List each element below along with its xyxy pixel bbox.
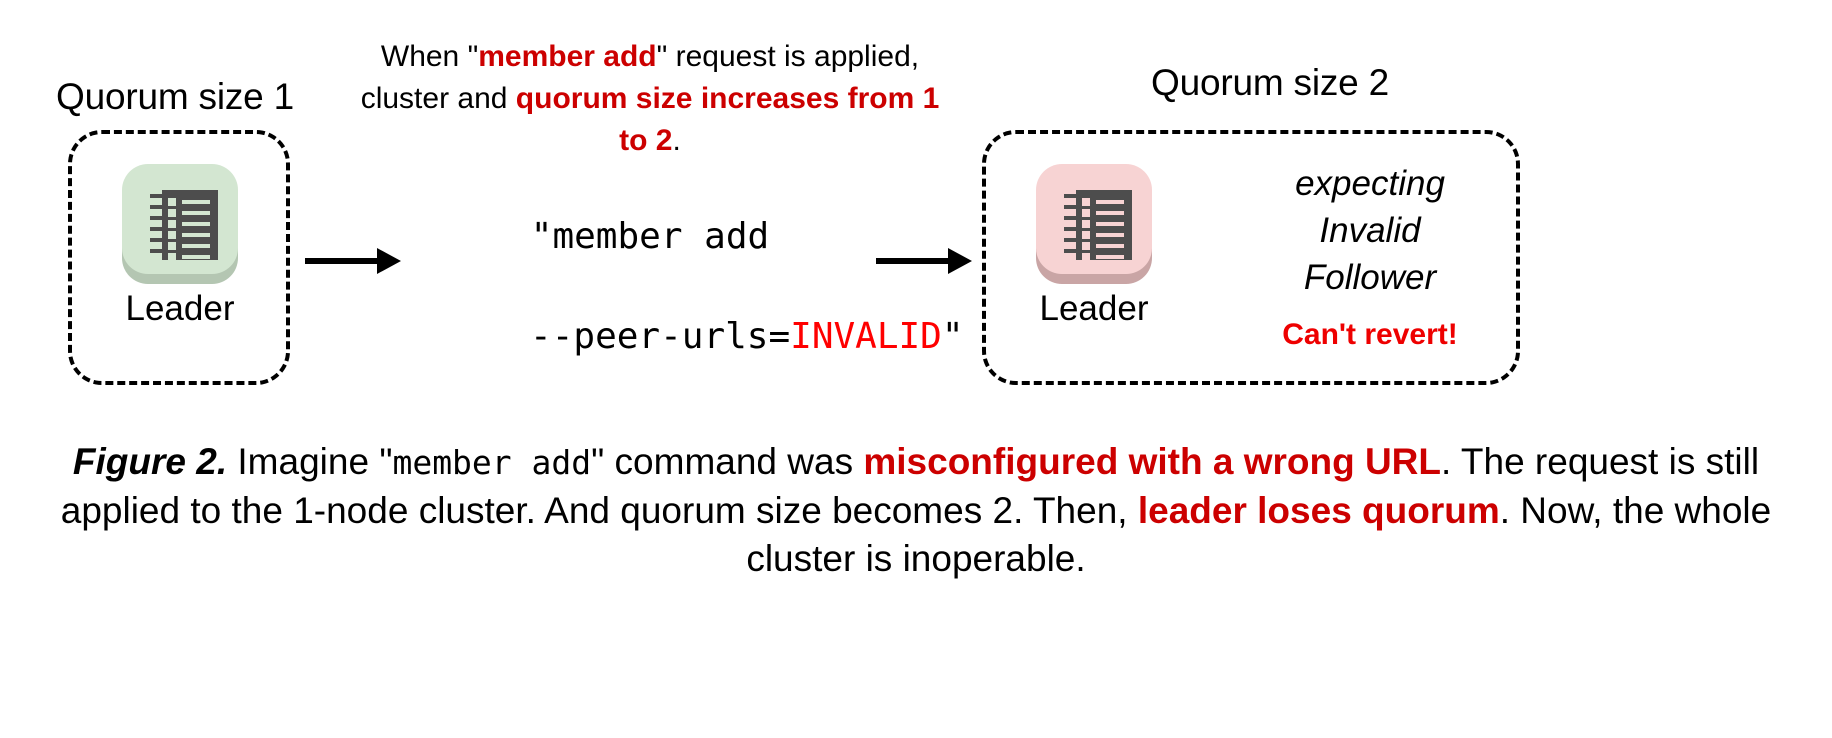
server-row-line [182,244,210,248]
cluster-boundary-right [982,130,1520,385]
server-row-indicator [168,209,176,217]
server-row-indicator [168,198,176,206]
status-line-2: Invalid [1319,211,1421,250]
server-tab [1064,194,1078,198]
caption-seg6: . Now, the whole cluster is inoperable. [746,490,1772,579]
figure-label: Figure 2. [72,441,228,482]
quorum-size-label-right: Quorum size 2 [1151,62,1389,103]
server-row-indicator [1082,253,1090,261]
status-line-1: expecting [1295,164,1445,203]
caption-seg2: " command was [591,441,864,482]
command-invalid-value: INVALID [790,316,942,357]
server-tab [150,216,164,220]
server-row-indicator [168,220,176,228]
command-text: "member add --peer-urls=INVALID" [400,212,964,412]
arrow-head [948,248,972,274]
caption-seg1: Imagine " [227,441,393,482]
server-row-line [182,233,210,237]
server-row-line [1096,255,1124,259]
node-status-block: expecting Invalid Follower Can't revert! [1230,160,1510,353]
server-tab [1064,216,1078,220]
command-flag: --peer-urls= [530,316,791,357]
server-row-line [1096,233,1124,237]
result-arrow [876,248,972,274]
command-close-quote: " [941,316,964,357]
top-annotation: When "member add" request is applied, cl… [350,36,950,162]
caption-seg4: . The request is still applied to the 1-… [60,441,1760,531]
server-tab [150,194,164,198]
server-tab [1064,249,1078,253]
server-tab [150,205,164,209]
server-tab [1064,205,1078,209]
server-tab [150,249,164,253]
command-line-1: "member add [530,216,770,257]
node-leader-right: Leader [1010,158,1178,330]
server-row-indicator [1082,242,1090,250]
server-row-line [1096,211,1124,215]
icon-plate [122,164,238,274]
annotation-emphasis-member-add: member add [478,40,657,73]
server-row-indicator [168,253,176,261]
server-rack-icon [1032,158,1156,284]
arrow-shaft [876,258,950,264]
caption-command-mono: member add [392,443,592,482]
server-row-indicator [168,231,176,239]
server-row-indicator [1082,209,1090,217]
annotation-seg3: " request is applied, cluster and [360,40,920,115]
server-row-indicator [1082,220,1090,228]
icon-plate [1036,164,1152,274]
server-row-line [1096,222,1124,226]
caption-emphasis-misconfigured: misconfigured with a wrong URL [863,441,1441,482]
apply-request-arrow [305,248,401,274]
annotation-emphasis-quorum-increase: quorum size increases from 1 to 2 [515,82,940,157]
server-row-line [182,255,210,259]
quorum-size-label-left: Quorum size 1 [56,76,294,117]
server-row-line [182,222,210,226]
annotation-seg5: . [672,124,681,157]
arrow-head [377,248,401,274]
server-tab [1064,227,1078,231]
server-rack-icon [118,158,242,284]
figure-caption: Figure 2. Imagine "member add" command w… [60,438,1772,583]
command-line-2: --peer-urls=INVALID" [400,262,964,412]
node-caption-left: Leader [125,289,235,328]
server-tab [150,227,164,231]
server-row-indicator [1082,231,1090,239]
arrow-shaft [305,258,379,264]
server-row-line [182,200,210,204]
cluster-boundary-left [68,130,290,385]
status-warning-badge: Can't revert! [1282,318,1458,351]
status-line-3: Follower [1303,258,1437,297]
caption-emphasis-loses-quorum: leader loses quorum [1137,490,1500,531]
server-row-line [1096,244,1124,248]
server-row-line [1096,200,1124,204]
server-tab [1064,238,1078,242]
server-row-indicator [1082,198,1090,206]
annotation-seg1: When " [380,40,479,73]
node-leader-left: Leader [96,158,264,330]
server-row-line [182,211,210,215]
node-caption-right: Leader [1039,289,1149,328]
server-tab [150,238,164,242]
server-row-indicator [168,242,176,250]
